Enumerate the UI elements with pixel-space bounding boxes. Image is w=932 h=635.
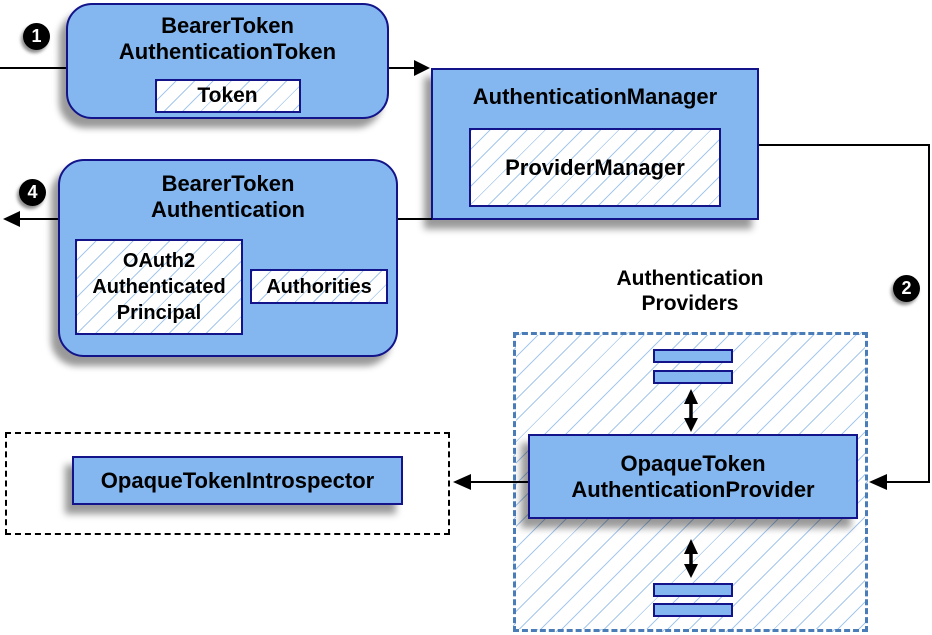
label-line: Providers xyxy=(641,292,739,315)
node-bearer-token-authentication: BearerToken Authentication OAuth2 Authen… xyxy=(58,159,398,357)
principal-line: OAuth2 xyxy=(122,250,196,272)
token-label: Token xyxy=(197,84,258,107)
step-4-badge: 4 xyxy=(19,179,46,206)
authorities-label: Authorities xyxy=(266,275,372,298)
opaque-token-authentication-provider-title: OpaqueToken AuthenticationProvider xyxy=(571,451,814,503)
authentication-manager-title: AuthenticationManager xyxy=(433,70,757,110)
bearer-token-authentication-title: BearerToken Authentication xyxy=(60,161,396,223)
step-2-badge: 2 xyxy=(893,275,920,302)
provider-stack-bar xyxy=(653,583,733,597)
node-opaque-token-authentication-provider: OpaqueToken AuthenticationProvider xyxy=(528,434,858,519)
title-line: BearerToken xyxy=(161,171,295,196)
token-box: Token xyxy=(154,79,301,113)
arrowhead-left-icon xyxy=(453,474,471,490)
provider-manager-label: ProviderManager xyxy=(505,154,685,180)
node-authentication-manager: AuthenticationManager ProviderManager xyxy=(431,68,759,220)
principal-line: Authenticated xyxy=(92,276,226,298)
arrowhead-left-icon xyxy=(3,211,20,227)
title-line: AuthenticationManager xyxy=(472,84,718,109)
node-opaque-token-introspector: OpaqueTokenIntrospector xyxy=(72,456,403,505)
label-line: Authentication xyxy=(616,267,764,290)
step-1-badge: 1 xyxy=(23,23,50,50)
arrowhead-left-icon xyxy=(869,474,887,490)
node-bearer-token-authentication-token: BearerToken AuthenticationToken Token xyxy=(66,3,389,119)
authorities-box: Authorities xyxy=(250,269,388,304)
title-line: OpaqueToken xyxy=(620,450,766,476)
principal-line: Principal xyxy=(116,302,202,324)
title-line: Authentication xyxy=(151,197,305,222)
authentication-providers-label: Authentication Providers xyxy=(550,266,830,316)
arrowhead-right-icon xyxy=(414,60,430,76)
title-line: AuthenticationToken xyxy=(118,39,337,64)
provider-stack-bar xyxy=(653,603,733,617)
oauth2-authenticated-principal-box: OAuth2 Authenticated Principal xyxy=(75,239,243,335)
step-4-number: 4 xyxy=(27,182,38,202)
provider-stack-bar xyxy=(653,349,733,363)
bearer-token-authentication-token-title: BearerToken AuthenticationToken xyxy=(68,5,387,65)
opaque-token-introspector-title: OpaqueTokenIntrospector xyxy=(101,468,374,494)
title-line: BearerToken xyxy=(161,13,294,38)
title-line: OpaqueTokenIntrospector xyxy=(100,467,375,493)
step-2-number: 2 xyxy=(901,278,912,298)
step-1-number: 1 xyxy=(31,26,42,46)
provider-manager-box: ProviderManager xyxy=(469,128,721,207)
title-line: AuthenticationProvider xyxy=(571,476,815,502)
provider-stack-bar xyxy=(653,370,733,384)
